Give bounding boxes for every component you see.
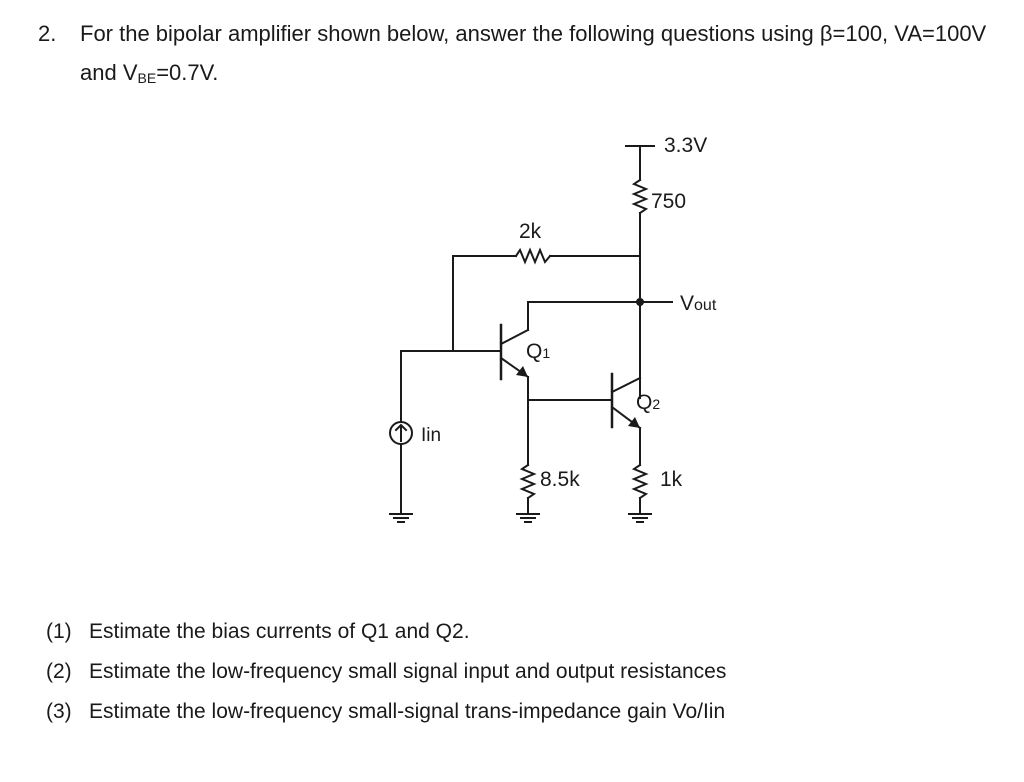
question-number: (3) bbox=[46, 700, 72, 723]
problem-text: For the bipolar amplifier shown below, a… bbox=[80, 14, 1000, 98]
supply-label: 3.3V bbox=[664, 134, 707, 157]
question-text: Estimate the low-frequency small signal … bbox=[89, 660, 727, 683]
q2-main: Q bbox=[636, 391, 652, 414]
question-text: Estimate the low-frequency small-signal … bbox=[89, 700, 726, 723]
vbe-subscript: BE bbox=[137, 70, 157, 86]
question-item: (1) Estimate the bias currents of Q1 and… bbox=[46, 612, 1006, 652]
resistor-re2-1k bbox=[631, 463, 649, 500]
feedback-r-label: 2k bbox=[519, 220, 542, 243]
q1-collector bbox=[499, 328, 530, 346]
q2-collector bbox=[610, 376, 642, 394]
problem-number: 2. bbox=[38, 21, 57, 46]
questions-list: (1) Estimate the bias currents of Q1 and… bbox=[46, 612, 1006, 732]
question-number: (2) bbox=[46, 660, 72, 683]
vout-junction-dot bbox=[636, 298, 644, 306]
q1-sub: 1 bbox=[542, 345, 550, 361]
vout-label: Vout bbox=[680, 292, 717, 315]
iin-label: Iin bbox=[421, 425, 441, 446]
q2-sub: 2 bbox=[652, 396, 660, 412]
q2-label: Q2 bbox=[636, 391, 660, 414]
resistor-rc-750 bbox=[631, 178, 649, 215]
q1-emitter-arrow bbox=[516, 366, 528, 377]
problem-text-part2: =0.7V. bbox=[156, 60, 219, 85]
vout-sub: out bbox=[694, 297, 717, 314]
rc-label: 750 bbox=[651, 190, 686, 213]
q1-label: Q1 bbox=[526, 340, 550, 363]
re2-label: 1k bbox=[660, 468, 683, 491]
ground-re2-icon bbox=[628, 513, 652, 523]
resistor-re1-8-5k bbox=[519, 463, 537, 500]
problem-text-part1: For the bipolar amplifier shown below, a… bbox=[80, 21, 987, 85]
question-text: Estimate the bias currents of Q1 and Q2. bbox=[89, 620, 470, 643]
current-source-arrowhead bbox=[394, 423, 408, 432]
question-number: (1) bbox=[46, 620, 72, 643]
re1-label: 8.5k bbox=[540, 468, 580, 491]
question-item: (2) Estimate the low-frequency small sig… bbox=[46, 652, 1006, 692]
vout-main: V bbox=[680, 292, 694, 315]
ground-re1-icon bbox=[516, 513, 540, 523]
resistor-feedback-2k bbox=[514, 247, 552, 265]
ground-iin-icon bbox=[389, 513, 413, 523]
q1-main: Q bbox=[526, 340, 542, 363]
question-item: (3) Estimate the low-frequency small-sig… bbox=[46, 692, 1006, 732]
q2-emitter-arrow bbox=[628, 417, 640, 428]
